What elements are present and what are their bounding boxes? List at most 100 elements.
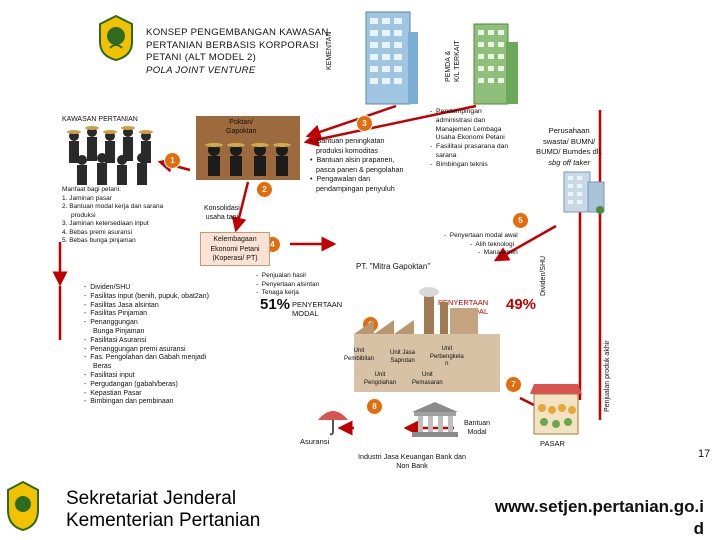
title-line-4: POLA JOINT VENTURE (146, 64, 256, 76)
page-number: 17 (698, 448, 711, 460)
step-badge-3: 3 (356, 115, 373, 132)
perusahaan-line: swasta/ BUMN/ (542, 136, 596, 146)
koperasi-text: (Koperasi/ PT) (212, 255, 258, 262)
pemda-support-item: - Pendampingan (430, 108, 482, 115)
benefit-item: - Fasilitasi input (84, 371, 135, 379)
bank-building (410, 400, 460, 438)
manfaat-item: 2. Bantuan modal kerja dan sarana (62, 203, 164, 210)
unit-text: Unit (374, 372, 386, 378)
offtaker-support-item: - Manajemen (478, 249, 518, 256)
ekonomi-petani-text: Ekonomi Petani (210, 245, 260, 253)
poktan-text: Poktan/ (229, 119, 254, 126)
gapoktan-label: Poktan/ Gapoktan (226, 118, 256, 136)
footer-institution-line-1: Sekretariat Jenderal (66, 488, 237, 509)
modal-left-text: MODAL (292, 309, 319, 318)
perusahaan-line: Perusahaan (548, 126, 590, 135)
kementan-support-item: pendampingan penyuluh (310, 183, 395, 193)
konsolidasi-text: Konsolidasi (204, 205, 240, 212)
benefit-item: - Pergudangan (gabah/beras) (84, 380, 178, 388)
pemda-support-item: - Fasilitasi prasarana dan (430, 143, 509, 151)
offtaker-support-item: - Penyertaan modal awal (444, 232, 518, 239)
ministry-logo (96, 14, 136, 62)
unit-perbengkelan: Unit Perbengkela n (430, 346, 464, 369)
unit-text: Unit (441, 346, 453, 352)
unit-text: Unit Jasa (390, 350, 416, 356)
unit-text: Pengolahan (364, 379, 397, 386)
manfaat-item: 4. Bebas premi asuransi (62, 228, 133, 236)
benefit-item: Bunga Pinjaman (93, 327, 145, 335)
pemda-support-item: administrasi dan (430, 116, 486, 124)
perusahaan-line: BUMD/ Bumdes dll. (536, 147, 603, 156)
dividen-shu-vertical: Dividen/SHU (540, 255, 547, 296)
benefit-item: - Fas. Pengolahan dari Gabah menjadi (84, 354, 207, 362)
benefit-item: - Penanggungan (84, 319, 138, 327)
footer-bar (0, 476, 720, 540)
page-title: KONSEP PENGEMBANGAN KAWASAN PERTANIAN BE… (146, 27, 329, 77)
pct-right: 49% (506, 296, 537, 313)
gapoktan-text: Gapoktan (226, 128, 257, 135)
kementan-support-item: • Pengawalan dan (310, 174, 371, 184)
pt-output-item: - Penyertaan alsintan (256, 280, 320, 288)
pct-left: 51% (260, 296, 291, 313)
benefit-item: - Dividen/SHU (84, 284, 131, 291)
benefit-item: - Penanggungan premi asuransi (84, 345, 186, 353)
footer-url[interactable]: www.setjen.pertanian.go.i d (452, 496, 704, 540)
footer-logo (6, 480, 40, 532)
unit-pemasaran: Unit Pemasaran (412, 372, 443, 387)
pemda-building (470, 18, 520, 106)
benefit-item: Beras (93, 363, 112, 371)
step-badge-2: 2 (256, 181, 273, 198)
benefit-item: - Fasilitas Jasa alsintan (84, 301, 159, 309)
footer-institution: Sekretariat Jenderal Kementerian Pertani… (66, 488, 260, 532)
offtaker-building (560, 168, 608, 214)
industri-jasa-line: Non Bank (396, 461, 428, 470)
unit-text: Unit (353, 348, 365, 354)
penyertaan-left: PENYERTAAN MODAL (292, 300, 342, 318)
bantuan-modal-label: Bantuan Modal (464, 420, 490, 437)
title-line-1: KONSEP PENGEMBANGAN KAWASAN (146, 27, 329, 38)
footer-institution-line-2: Kementerian Pertanian (66, 510, 261, 531)
footer-url-line-2: d (693, 519, 704, 538)
unit-text: Pemasaran (412, 379, 443, 386)
unit-text: Perbengkela (430, 353, 464, 360)
benefit-item: - Fasilitas input (benih, pupuk, obat2an… (84, 292, 209, 300)
penjualan-vertical: Penjualan produk akhir (604, 340, 611, 412)
benefit-item: - Fasilitas Pinjaman (84, 310, 148, 318)
kementan-building (360, 8, 420, 106)
manfaat-list: Manfaat bagi petani: 1. Jaminan pasar 2.… (62, 186, 163, 246)
benefit-item: - Kepastian Pasar (84, 389, 142, 397)
title-line-3: PETANI (ALT MODEL 2) (146, 52, 257, 63)
manfaat-heading: Manfaat bagi petani: (62, 186, 121, 193)
usaha-tani-text: usaha tani (205, 214, 239, 221)
kementan-support-list: • Bantuan peningkatan produksi komoditas… (310, 136, 404, 194)
industri-jasa-label: Industri Jasa Keuangan Bank dan Non Bank (344, 452, 480, 470)
manfaat-item: 3. Jaminan ketersediaan input (62, 220, 149, 227)
market-illustration (528, 380, 584, 436)
pemda-support-item: Manajemen Lembaga (430, 125, 502, 133)
title-line-2: PERTANIAN BERBASIS KORPORASI (146, 39, 319, 51)
kelembagaan-text: Kelembagaan (213, 236, 257, 243)
bantuan-text: Bantuan (464, 420, 491, 427)
perusahaan-label: Perusahaan swasta/ BUMN/ BUMD/ Bumdes dl… (536, 126, 602, 168)
pt-mitra-label: PT. "Mitra Gapoktan" (356, 262, 431, 271)
kawasan-label: KAWASAN PERTANIAN (62, 116, 138, 123)
manfaat-item: 1. Jaminan pasar (62, 194, 112, 202)
step-badge-8: 8 (366, 398, 383, 415)
manfaat-item: 5. Bebas bunga pinjaman (62, 237, 136, 244)
unit-text: Unit (422, 372, 433, 378)
unit-pengolahan: Unit Pengolahan (364, 372, 396, 387)
penyertaan-right-text: PENYERTAAN (438, 298, 489, 307)
pt-output-item: - Penjualan hasil (256, 272, 306, 279)
farmers-crowd-icon (62, 124, 164, 186)
kementan-support-item: • Bantuan alsin prapanen, (310, 155, 395, 165)
unit-saprotan: Unit Jasa Saprotan (390, 350, 415, 365)
unit-text: Pembibitan (344, 355, 375, 362)
pemda-support-item: sarana (430, 151, 457, 159)
perusahaan-line: sbg off taker (548, 157, 591, 167)
pemda-support-list: - Pendampingan administrasi dan Manajeme… (430, 108, 508, 170)
step-badge-1: 1 (164, 152, 181, 169)
step-badge-5: 5 (512, 212, 529, 229)
kelembagaan-box: Kelembagaan Ekonomi Petani (Koperasi/ PT… (200, 232, 270, 266)
pemda-support-item: Usaha Ekonomi Petani (430, 134, 505, 142)
